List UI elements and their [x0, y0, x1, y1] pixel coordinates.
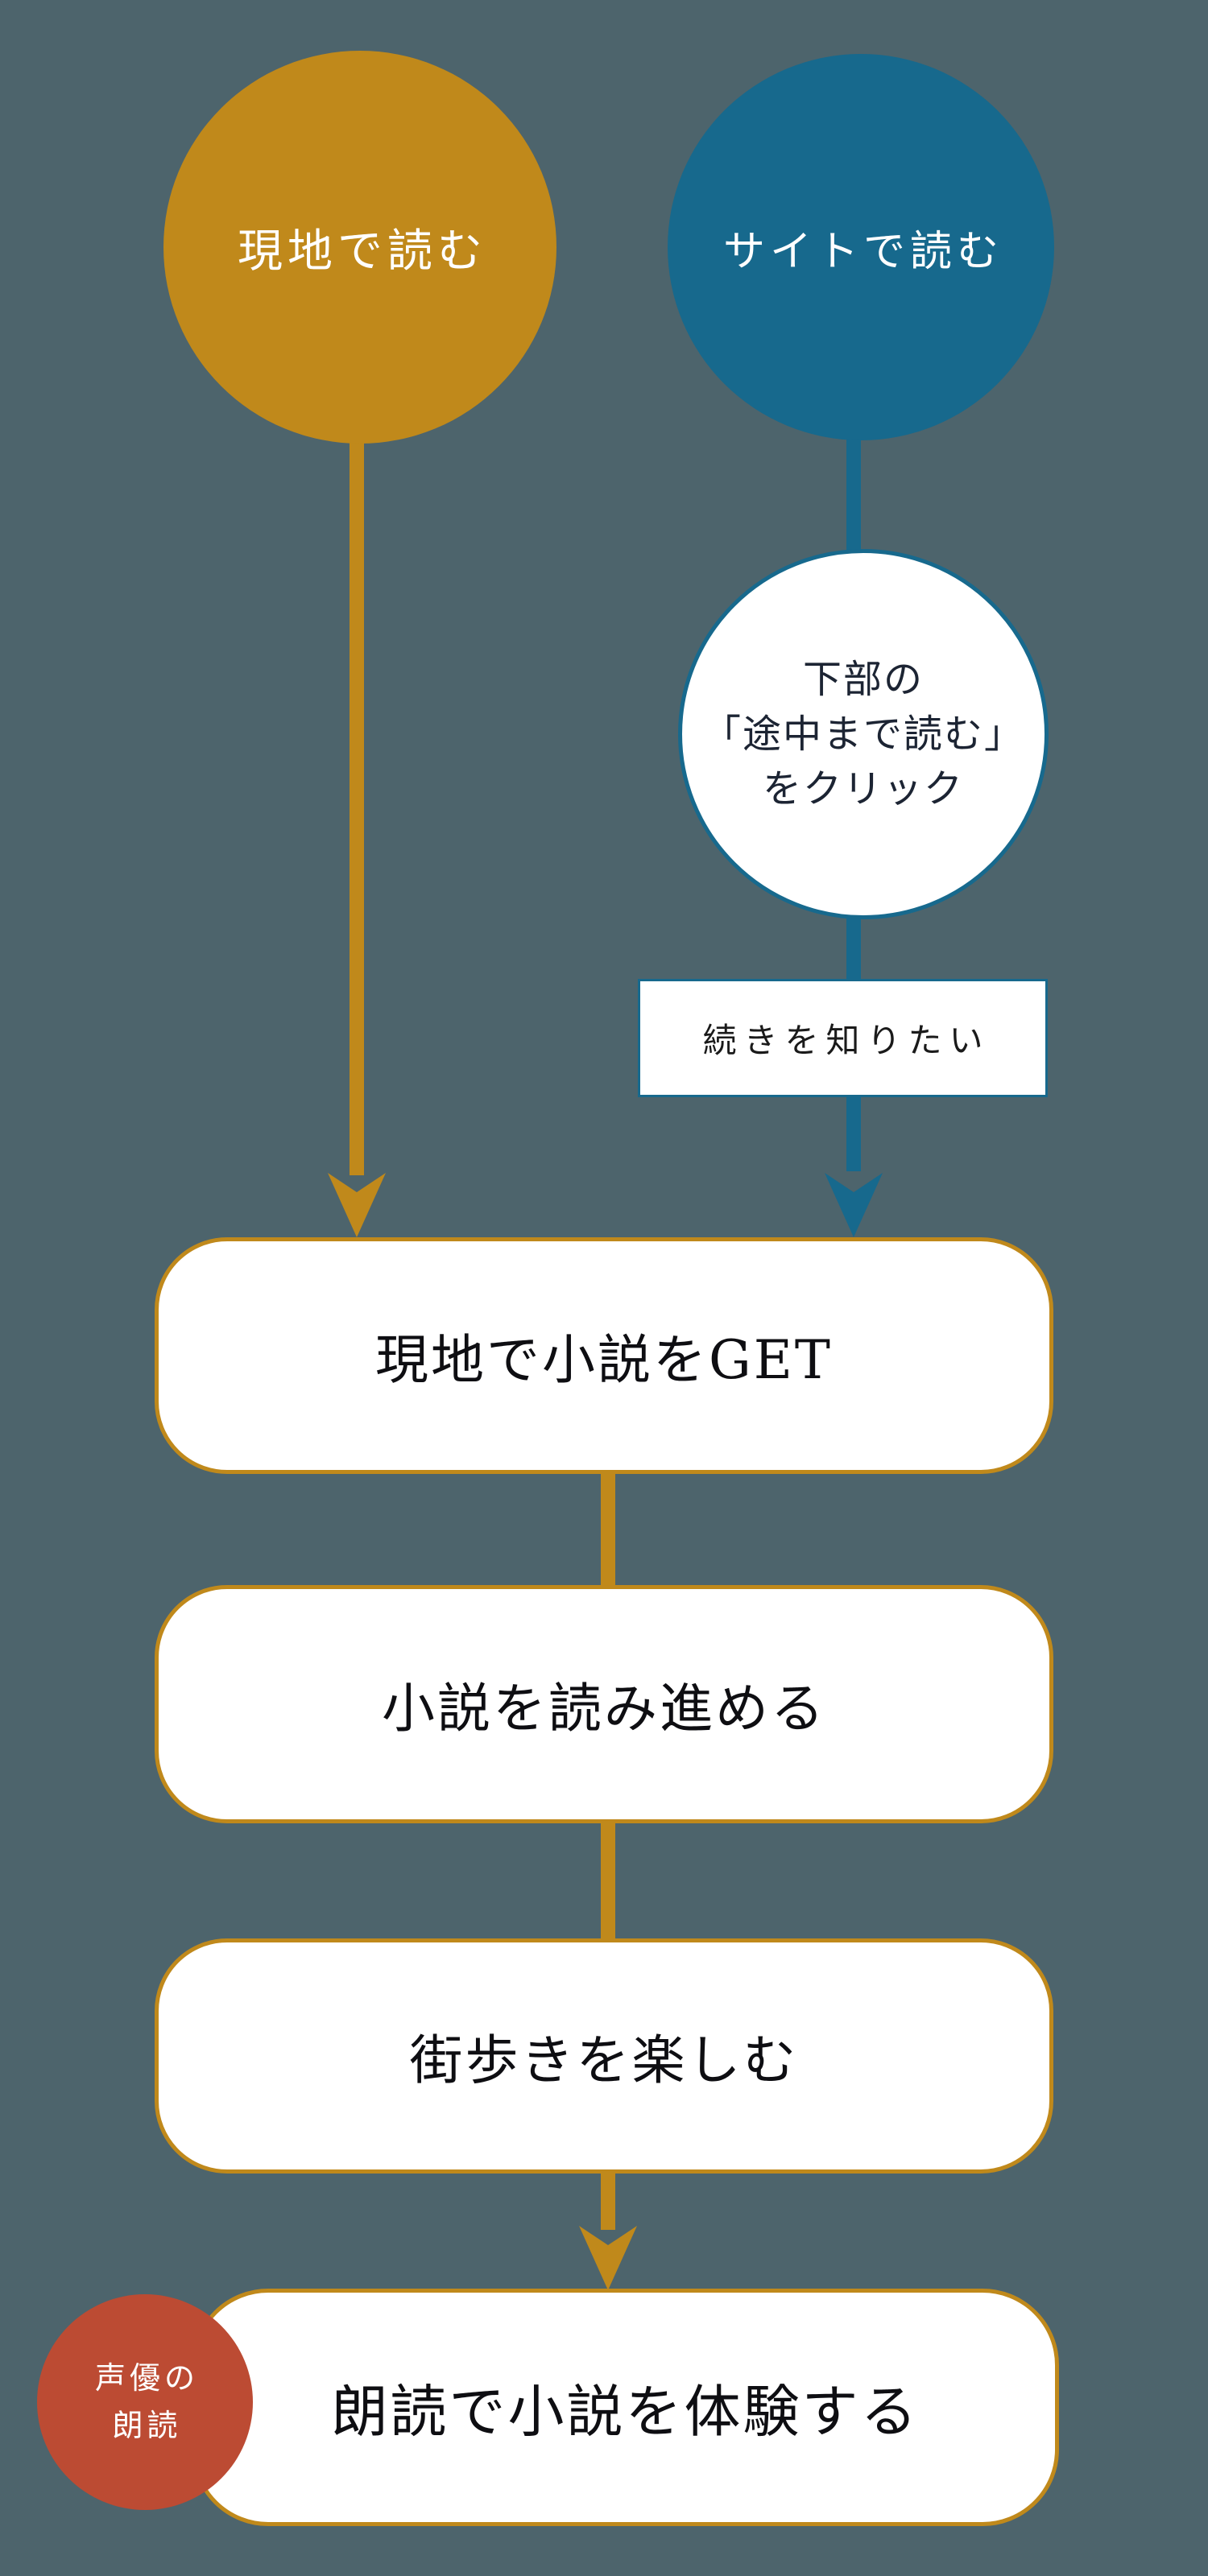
step-get-novel-label: 現地で小説をGET [375, 1329, 833, 1391]
start-node-onsite-label: 現地で読む [238, 225, 487, 278]
instruction-line-2: 「途中まで読む」 [701, 711, 1024, 757]
start-node-website-label: サイトで読む [722, 227, 1003, 276]
start-node-onsite: 現地で読む [163, 51, 556, 444]
step-read-novel: 小説を読み進める [155, 1585, 1053, 1823]
onsite-connector-line [350, 435, 364, 1175]
voice-actor-badge-line-2: 朗読 [112, 2408, 182, 2443]
step3-step4-arrow-line [601, 2169, 615, 2230]
instruction-node: 下部の 「途中まで読む」 をクリック [678, 549, 1049, 919]
step-enjoy-walk-label: 街歩きを楽しむ [409, 2029, 799, 2091]
arrowhead-down-icon [825, 1166, 883, 1237]
voice-actor-badge-line-1: 声優の [94, 2360, 199, 2396]
arrowhead-down-icon [328, 1166, 386, 1237]
arrowhead-down-icon [579, 2219, 637, 2290]
step2-step3-connector-line [601, 1819, 615, 1944]
instruction-line-1: 下部の [802, 656, 924, 702]
condition-label-text: 続きを知りたい [702, 1021, 991, 1060]
step-experience-reading: 朗読で小説を体験する [192, 2289, 1059, 2526]
condition-label: 続きを知りたい [638, 979, 1048, 1097]
instruction-line-3: をクリック [762, 766, 964, 812]
step-read-novel-label: 小説を読み進める [382, 1678, 826, 1740]
step-experience-reading-label: 朗読で小説を体験する [331, 2379, 920, 2445]
step-get-novel: 現地で小説をGET [155, 1237, 1053, 1474]
voice-actor-badge: 声優の 朗読 [37, 2294, 253, 2510]
start-node-website: サイトで読む [668, 54, 1054, 440]
website-connector-line [846, 435, 861, 564]
step1-step2-connector-line [601, 1469, 615, 1590]
step-enjoy-walk: 街歩きを楽しむ [155, 1938, 1053, 2174]
